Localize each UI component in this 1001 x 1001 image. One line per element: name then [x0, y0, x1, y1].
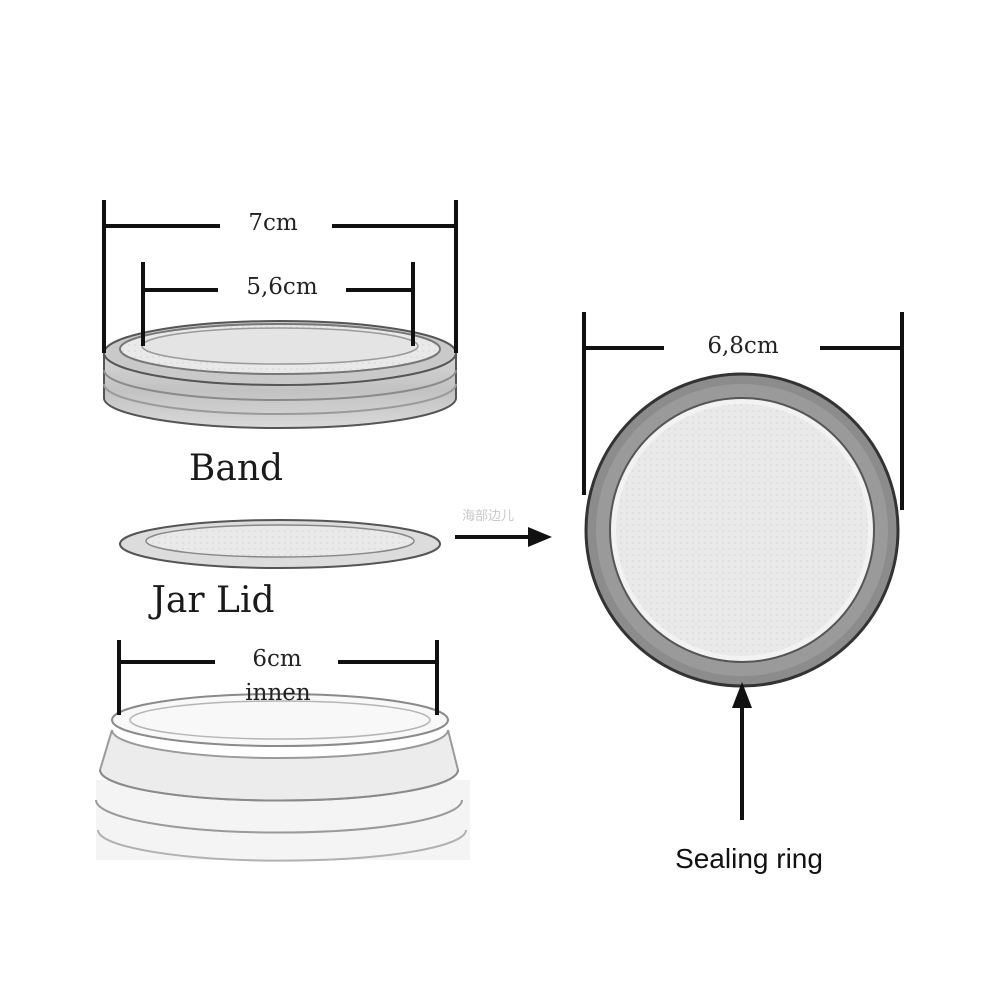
jar-opening-dimension-text: 6cm — [252, 646, 302, 672]
lid-top-view — [584, 372, 900, 688]
lid-dimension-text: 6,8cm — [707, 333, 778, 359]
jar-lid-label: Jar Lid — [147, 580, 274, 621]
arrow-up-icon — [732, 682, 752, 820]
band-outer-dimension-text: 7cm — [248, 210, 298, 236]
jar-opening-note-text: innen — [245, 680, 311, 706]
band-inner-dimension-text: 5,6cm — [246, 274, 317, 300]
dimension-lid: 6,8cm — [582, 312, 904, 510]
jar-illustration — [95, 693, 470, 862]
dimension-band-outer: 7cm — [102, 200, 458, 353]
watermark-text: 海部边儿 — [462, 509, 514, 524]
dimension-band-inner: 5,6cm — [141, 262, 415, 346]
sealing-ring-label: Sealing ring — [675, 843, 823, 874]
band-label: Band — [189, 448, 283, 489]
dimension-jar-opening: 6cm innen — [117, 640, 439, 715]
arrow-right-icon — [455, 527, 552, 547]
jar-lid-illustration — [119, 519, 441, 569]
band-illustration — [103, 320, 457, 429]
